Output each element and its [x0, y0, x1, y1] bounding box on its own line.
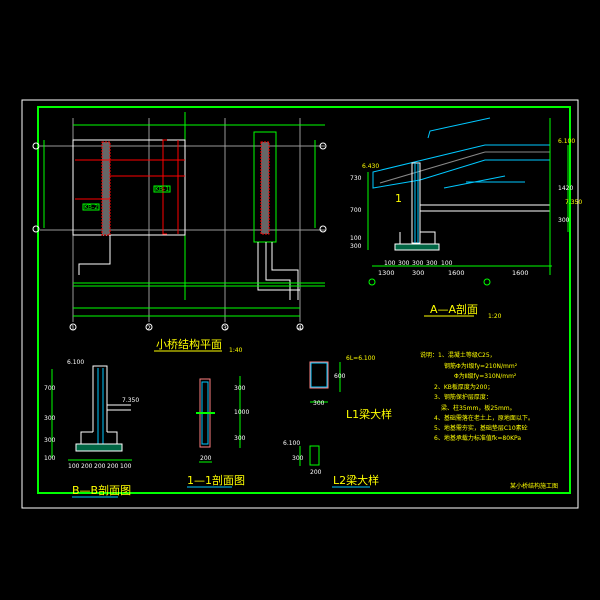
- l1-level: 6L=6.100: [346, 355, 376, 362]
- dim: 100: [384, 260, 396, 267]
- dim: 300: [44, 437, 56, 444]
- drawing-footer: 某小桥结构施工图: [510, 482, 558, 490]
- dim: 1000: [234, 409, 249, 416]
- section-bb: [51, 365, 132, 461]
- dim: 100: [44, 455, 56, 462]
- dim: 300: [558, 217, 570, 224]
- beam-details: [299, 361, 341, 466]
- axis-label: 3: [223, 325, 227, 332]
- dim: 300: [350, 243, 362, 250]
- dim: 200: [200, 455, 212, 462]
- level: 7.350: [122, 397, 139, 404]
- dim: 300: [398, 260, 410, 267]
- note-line: 6、地基承载力标准值fk=80KPa: [434, 434, 521, 442]
- inner-border: [37, 106, 571, 494]
- plan-title: 小桥结构平面: [156, 337, 222, 351]
- aa-scale: 1:20: [488, 313, 502, 320]
- axis-label: 4: [298, 325, 302, 332]
- dim: 200: [310, 469, 322, 476]
- notes: 说明：1、混凝土等级C25， 钢筋Φ为Ⅰ级fy=210N/mm² Φ为Ⅱ级fy=…: [420, 351, 558, 490]
- dim: 100: [441, 260, 453, 267]
- dim: 300: [44, 415, 56, 422]
- note-line: 4、基础需落在老土上，原地面以下。: [434, 414, 534, 422]
- note-line: 梁、柱35mm，板25mm。: [441, 404, 516, 412]
- dim: 600: [334, 373, 346, 380]
- bb-title: B—B剖面图: [72, 483, 131, 497]
- note-line: 钢筋Φ为Ⅰ级fy=210N/mm²: [444, 362, 518, 370]
- dim: 300: [426, 260, 438, 267]
- dim: 300: [313, 400, 325, 407]
- aa-title: A—A剖面: [430, 302, 478, 316]
- note-line: 5、地基需夯实，基础垫层C10素砼: [434, 424, 528, 432]
- plan-label: KB-2: [84, 204, 98, 211]
- dim: 100: [120, 463, 132, 470]
- dim: 300: [292, 455, 304, 462]
- dim: 1300: [378, 269, 395, 277]
- level: 7.350: [565, 199, 582, 206]
- note-line: Φ为Ⅱ级fy=310N/mm²: [454, 372, 517, 380]
- note-line: 2、KB板厚度为200；: [434, 383, 493, 391]
- l1-title: L1梁大样: [346, 407, 392, 421]
- level: 6.430: [362, 163, 379, 170]
- dim: 700: [44, 385, 56, 392]
- dim: 1600: [448, 269, 465, 277]
- dim: 300: [412, 260, 424, 267]
- dim: 200: [94, 463, 106, 470]
- dim: 200: [107, 463, 119, 470]
- dim: 300: [234, 435, 246, 442]
- plan-label: KB-1: [155, 186, 169, 193]
- dim: 730: [350, 175, 362, 182]
- dim: 1600: [512, 269, 529, 277]
- level: 6.100: [558, 138, 575, 145]
- 11-title: 1—1剖面图: [187, 473, 245, 487]
- outer-frame: [21, 99, 579, 509]
- level: 6.100: [67, 359, 84, 366]
- plan-scale: 1:40: [229, 347, 243, 354]
- dim: 300: [234, 385, 246, 392]
- axis-label: 2: [147, 325, 151, 332]
- plan-view: [32, 112, 327, 331]
- dim: 100: [68, 463, 80, 470]
- dim: 1420: [558, 185, 573, 192]
- note-line: 说明：1、混凝土等级C25，: [420, 351, 496, 359]
- section-mark: 1: [395, 192, 402, 205]
- section-aa: [367, 117, 569, 286]
- axis-label: 1: [71, 325, 75, 332]
- dim: 100: [350, 235, 362, 242]
- dim: 300: [412, 269, 424, 277]
- dim: 700: [350, 207, 362, 214]
- section-11: [196, 376, 241, 463]
- l2-title: L2梁大样: [333, 473, 379, 487]
- l2-level: 6.100: [283, 440, 300, 447]
- note-line: 3、钢筋保护层厚度：: [434, 393, 492, 401]
- dim: 200: [81, 463, 93, 470]
